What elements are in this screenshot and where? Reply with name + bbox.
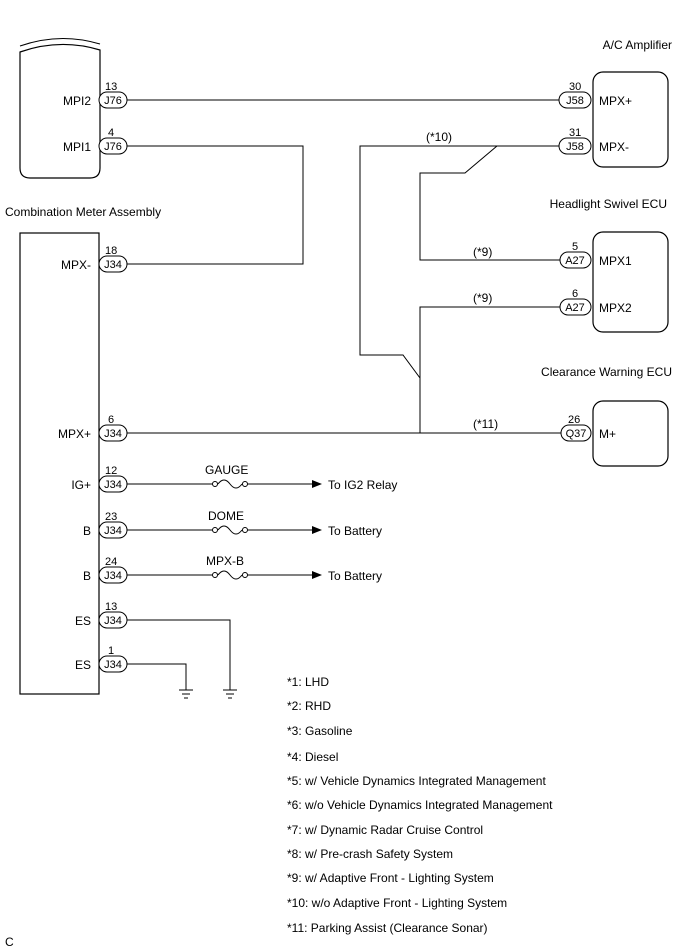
connector-tag <box>98 424 128 442</box>
connector-id: Q37 <box>566 428 587 440</box>
connector-tag <box>560 424 592 442</box>
pin-label: MPX1 <box>599 254 632 268</box>
legend-item: *11: Parking Assist (Clearance Sonar) <box>287 921 488 935</box>
connector-id: J58 <box>566 95 584 107</box>
connector-tag <box>98 611 128 629</box>
fuse-mpx-b-icon <box>212 570 248 580</box>
fuse-destination: To Battery <box>328 569 382 583</box>
legend-item: *3: Gasoline <box>287 724 353 738</box>
legend-item: *10: w/o Adaptive Front - Lighting Syste… <box>287 896 507 910</box>
pin-label: MPX2 <box>599 301 632 315</box>
headlight-swivel-ecu-box <box>592 231 669 333</box>
pin-number: 26 <box>568 414 580 426</box>
legend-item: *1: LHD <box>287 675 329 689</box>
fuse-name: GAUGE <box>205 463 248 477</box>
connector-id: J34 <box>104 659 122 671</box>
ac-amplifier-box <box>592 71 669 168</box>
connector-tag <box>558 91 592 109</box>
connector-id: A27 <box>565 302 585 314</box>
legend-item: *4: Diesel <box>287 750 338 764</box>
pin-number: 13 <box>105 81 117 93</box>
clearance-warning-ecu-box <box>592 400 669 467</box>
pin-label: MPX- <box>599 140 629 154</box>
connector-tag <box>559 251 592 269</box>
pin-number: 12 <box>105 465 117 477</box>
pin-label: B <box>83 569 91 583</box>
fuse-dome-icon <box>212 525 248 535</box>
pin-label: ES <box>75 658 91 672</box>
ground-icon <box>223 689 237 699</box>
pin-number: 5 <box>572 241 578 253</box>
pin-number: 30 <box>569 81 581 93</box>
connector-tag <box>98 655 128 673</box>
wire-note: (*10) <box>426 130 452 144</box>
corner-mark: C <box>5 935 14 949</box>
fuse-name: MPX-B <box>206 554 244 568</box>
fuse-destination: To Battery <box>328 524 382 538</box>
pin-number: 31 <box>569 127 581 139</box>
pin-label: MPX+ <box>599 94 632 108</box>
fuse-gauge-icon <box>212 479 248 489</box>
connector-tag <box>98 91 128 109</box>
fuse-destination: To IG2 Relay <box>328 478 397 492</box>
pin-label: MPX- <box>61 258 91 272</box>
connector-id: A27 <box>565 255 585 267</box>
combination-meter-box <box>19 232 100 695</box>
connector-id: J34 <box>104 570 122 582</box>
pin-label: B <box>83 524 91 538</box>
connector-id: J34 <box>104 428 122 440</box>
legend-item: *2: RHD <box>287 699 331 713</box>
connector-id: J76 <box>104 95 122 107</box>
legend-item: *9: w/ Adaptive Front - Lighting System <box>287 871 494 885</box>
pin-number: 13 <box>105 601 117 613</box>
connector-id: J34 <box>104 525 122 537</box>
pin-number: 6 <box>108 414 114 426</box>
pin-number: 6 <box>572 288 578 300</box>
pin-label: MPI2 <box>63 94 91 108</box>
pin-number: 23 <box>105 511 117 523</box>
legend-item: *8: w/ Pre-crash Safety System <box>287 847 453 861</box>
pin-label: M+ <box>599 427 616 441</box>
pin-number: 18 <box>105 245 117 257</box>
connector-id: J34 <box>104 259 122 271</box>
upper-unit-box <box>19 43 101 179</box>
fuse-name: DOME <box>208 509 244 523</box>
legend: *1: LHD *2: RHD *3: Gasoline *4: Diesel … <box>287 675 553 935</box>
wires <box>127 99 561 690</box>
connector-id: J58 <box>566 141 584 153</box>
legend-item: *7: w/ Dynamic Radar Cruise Control <box>287 823 483 837</box>
pin-number: 4 <box>108 127 114 139</box>
arrow-icon <box>312 480 322 488</box>
upper-unit-wave <box>19 38 101 47</box>
headlight-swivel-ecu-title: Headlight Swivel ECU <box>550 197 667 211</box>
connector-tag <box>98 137 128 155</box>
connector-tag <box>558 137 592 155</box>
connector-id: J34 <box>104 479 122 491</box>
connector-id: J76 <box>104 141 122 153</box>
connector-tag <box>98 475 128 493</box>
pin-label: MPX+ <box>58 427 91 441</box>
wire-note: (*9) <box>473 291 492 305</box>
legend-item: *6: w/o Vehicle Dynamics Integrated Mana… <box>287 798 553 812</box>
wire-note: (*9) <box>473 245 492 259</box>
wire-note: (*11) <box>473 417 498 431</box>
legend-item: *5: w/ Vehicle Dynamics Integrated Manag… <box>287 774 546 788</box>
pin-label: ES <box>75 614 91 628</box>
combination-meter-title: Combination Meter Assembly <box>5 205 161 219</box>
connector-tag <box>559 298 592 316</box>
pin-label: IG+ <box>71 478 91 492</box>
clearance-warning-ecu-title: Clearance Warning ECU <box>541 365 672 379</box>
arrow-icon <box>312 526 322 534</box>
arrow-icon <box>312 571 322 579</box>
connector-tag <box>98 521 128 539</box>
ground-icon <box>179 689 193 699</box>
pin-label: MPI1 <box>63 140 91 154</box>
connector-tag <box>98 566 128 584</box>
ac-amplifier-title: A/C Amplifier <box>603 38 672 52</box>
pin-number: 1 <box>108 645 114 657</box>
connector-id: J34 <box>104 615 122 627</box>
connector-tag <box>98 255 128 273</box>
pin-number: 24 <box>105 556 117 568</box>
